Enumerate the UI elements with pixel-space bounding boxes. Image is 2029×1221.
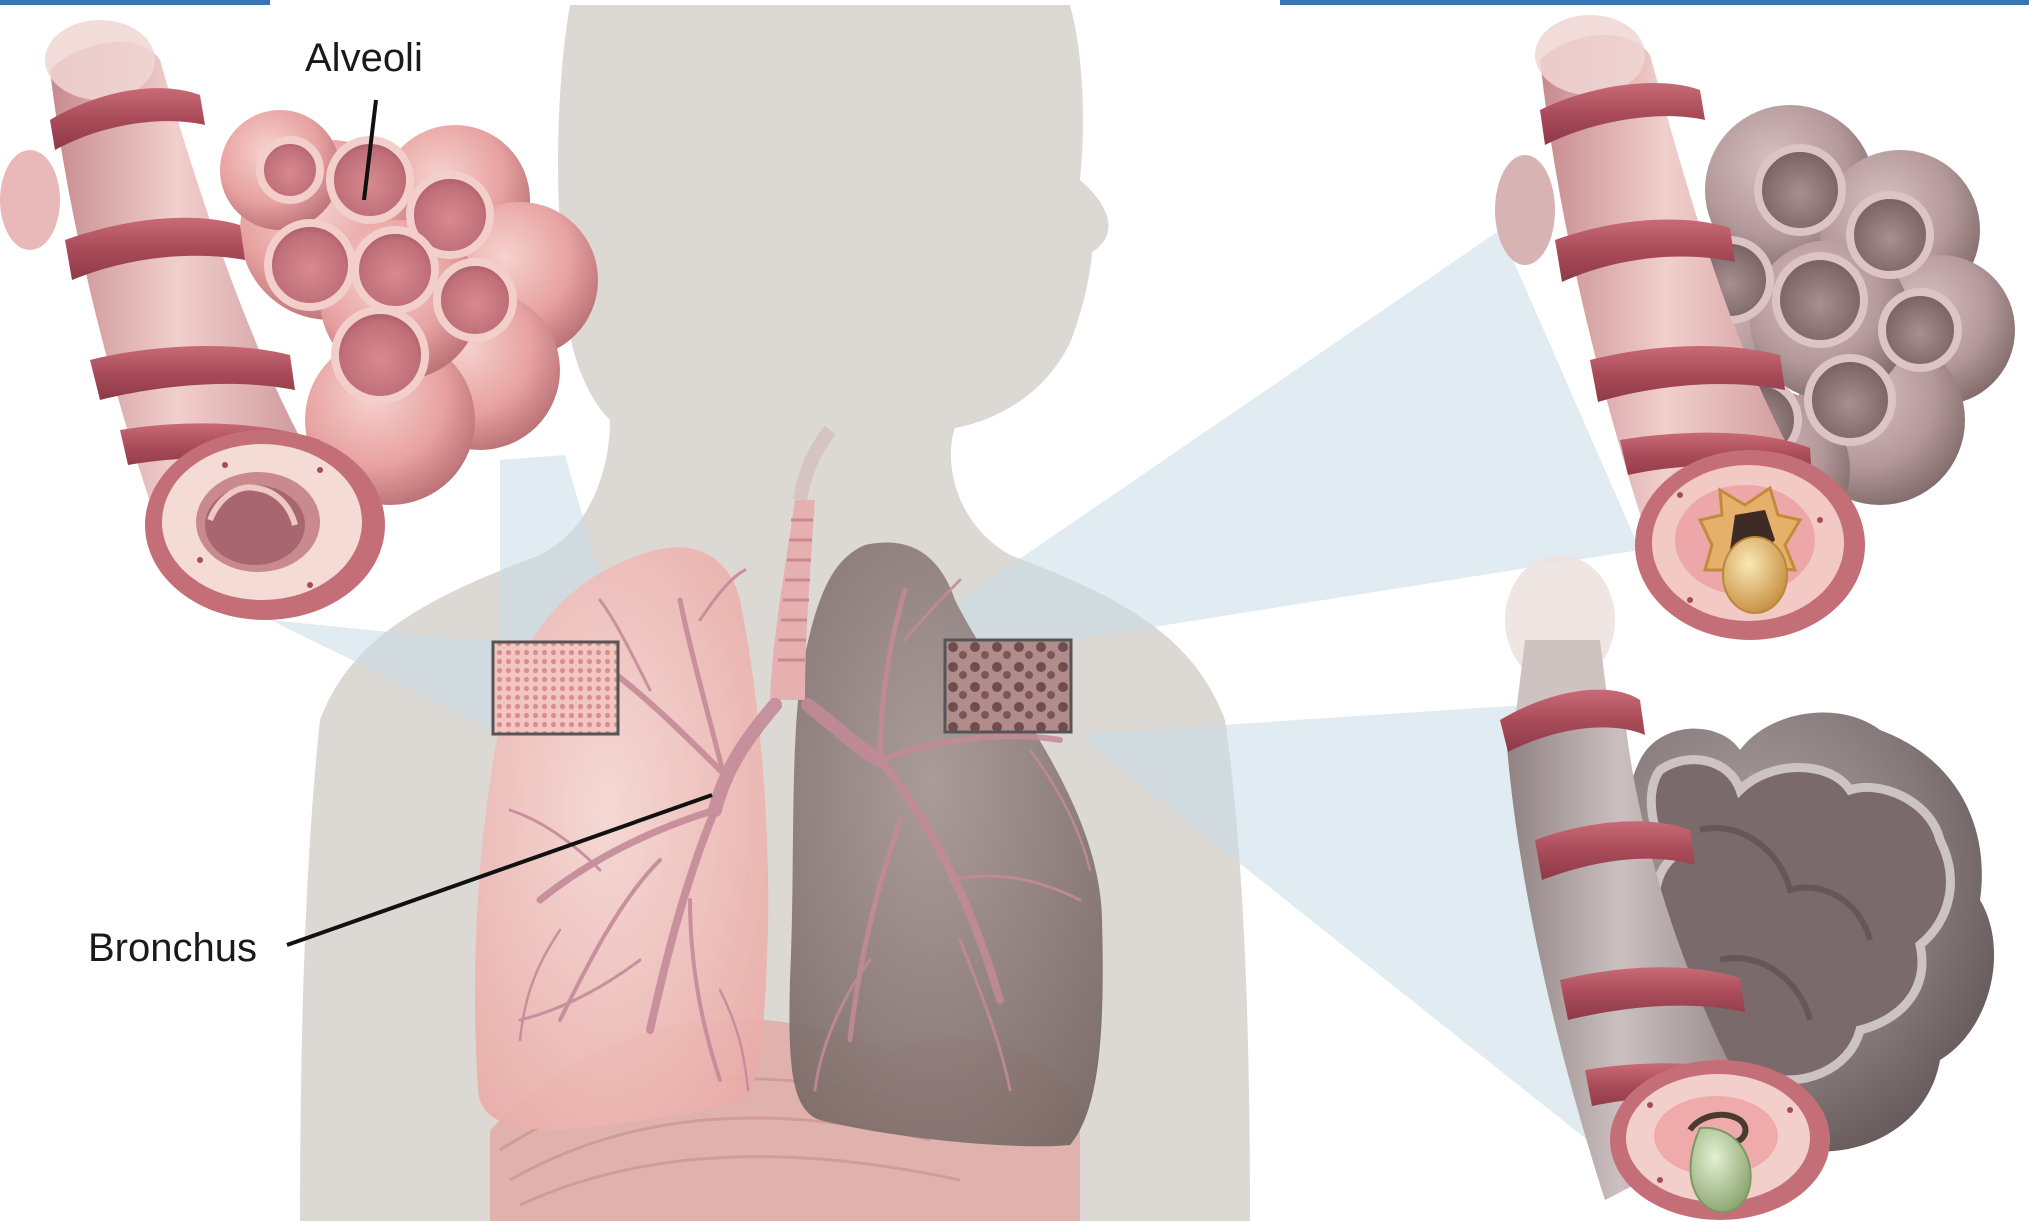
diseased-tissue-window — [945, 640, 1071, 732]
alveoli-label: Alveoli — [305, 38, 423, 78]
bronchus-label: Bronchus — [88, 928, 257, 968]
healthy-tissue-window — [493, 642, 618, 734]
mucus-plug-yellow — [1723, 537, 1787, 613]
